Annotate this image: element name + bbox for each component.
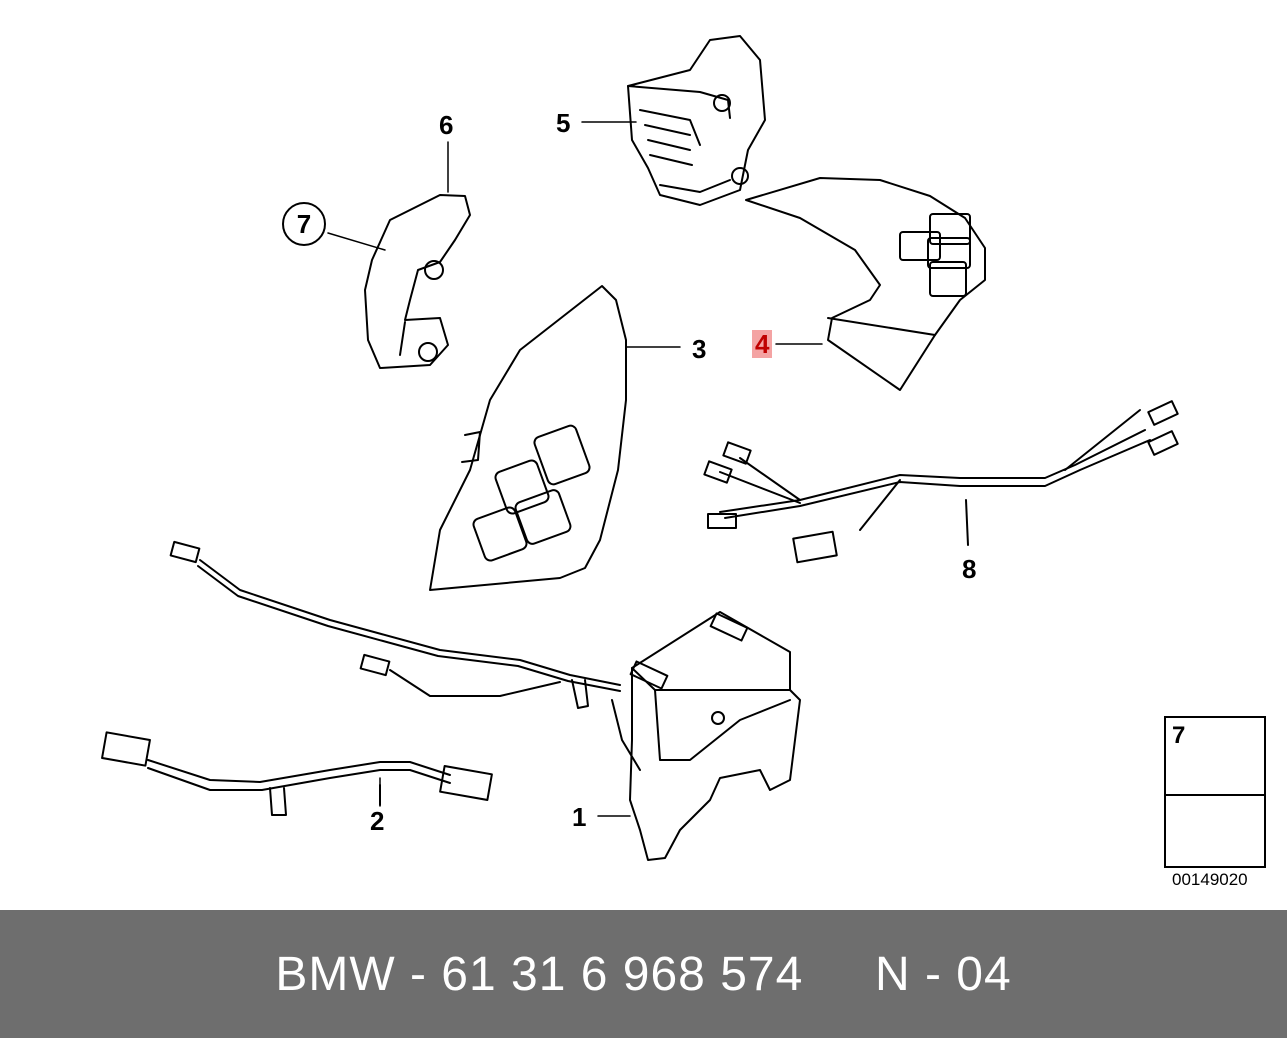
- legend-part-number: 7: [1172, 722, 1186, 749]
- part-3-button-panel: [429, 285, 627, 591]
- part-5-switch-cluster: [627, 35, 766, 206]
- part-1-control-module: [611, 611, 801, 861]
- part-6-bracket: [364, 194, 471, 369]
- part-number-text: BMW - 61 31 6 968 574 N - 04: [275, 947, 1012, 1001]
- callout-2: 2: [370, 806, 385, 836]
- callout-5: 5: [556, 108, 571, 138]
- callout-3: 3: [692, 334, 707, 364]
- long-cable: [169, 540, 621, 709]
- callout-8: 8: [962, 554, 977, 584]
- callout-6: 6: [439, 110, 454, 140]
- part-4-button-module: [745, 177, 986, 391]
- part-8-harness: [703, 400, 1179, 564]
- legend-divider: [1166, 794, 1264, 796]
- callout-1: 1: [572, 802, 587, 832]
- footer-bar: BMW - 61 31 6 968 574 N - 04: [0, 910, 1287, 1038]
- parts-diagram: [101, 35, 1259, 861]
- diagram-id: 00149020: [1172, 870, 1248, 889]
- callout-7: 7: [282, 202, 326, 246]
- legend-box: 7: [1164, 716, 1266, 868]
- leader-lines: [327, 121, 823, 817]
- callout-4: 4: [752, 330, 773, 358]
- part-2-harness: [101, 731, 493, 816]
